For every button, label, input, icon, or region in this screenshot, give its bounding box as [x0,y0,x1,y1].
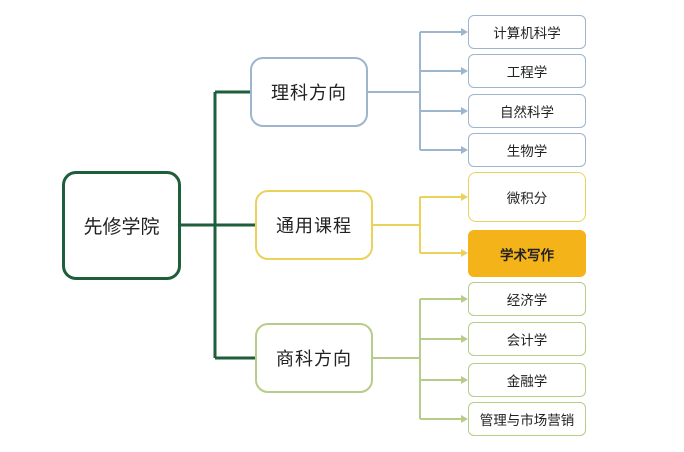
leaf-biology: 生物学 [468,133,586,167]
business-connectors [373,298,462,420]
science-connectors [368,31,462,151]
science-arrowheads [461,28,468,154]
leaf-calculus: 微积分 [468,172,586,222]
leaf-economics: 经济学 [468,282,586,316]
leaf-engineering: 工程学 [468,54,586,88]
trunk-connectors [181,90,255,360]
general-connectors [373,196,462,254]
leaf-accounting: 会计学 [468,322,586,356]
general-arrowheads [461,193,468,257]
branch-business: 商科方向 [255,323,373,393]
leaf-computer-science: 计算机科学 [468,15,586,49]
leaf-academic-writing: 学术写作 [468,230,586,277]
leaf-natural-science: 自然科学 [468,94,586,128]
business-arrowheads [461,295,468,423]
root-node: 先修学院 [62,171,181,280]
leaf-finance: 金融学 [468,363,586,397]
branch-science: 理科方向 [250,57,368,127]
leaf-management-marketing: 管理与市场营销 [468,402,586,436]
branch-general: 通用课程 [255,190,373,260]
